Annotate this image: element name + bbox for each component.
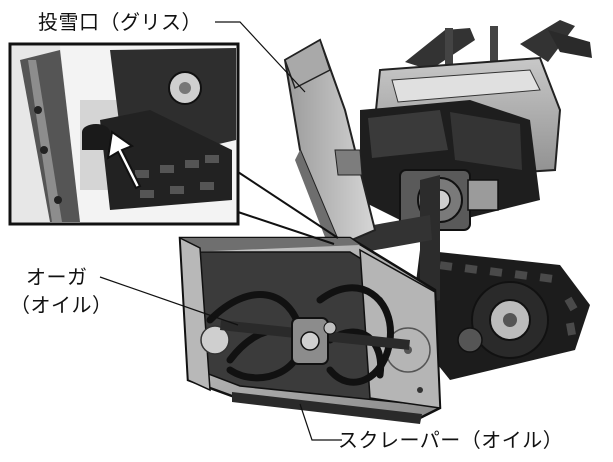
inset-connector: [237, 171, 339, 245]
leader-scraper: [299, 403, 342, 441]
engine: [302, 100, 540, 231]
crawler-track: [410, 250, 590, 380]
arrow-up-icon: [106, 130, 142, 190]
handlebar: [405, 20, 592, 70]
leader-chute: [215, 21, 306, 93]
label-auger-lubricant: （オイル）: [10, 293, 113, 317]
leader-auger: [99, 276, 239, 326]
inset-detail: [8, 42, 240, 226]
label-chute: 投雪口（グリス）: [38, 10, 202, 34]
scraper: [232, 392, 422, 424]
label-scraper: スクレーパー（オイル）: [338, 428, 564, 452]
discharge-chute: [283, 38, 377, 250]
label-auger: オーガ: [26, 265, 88, 289]
